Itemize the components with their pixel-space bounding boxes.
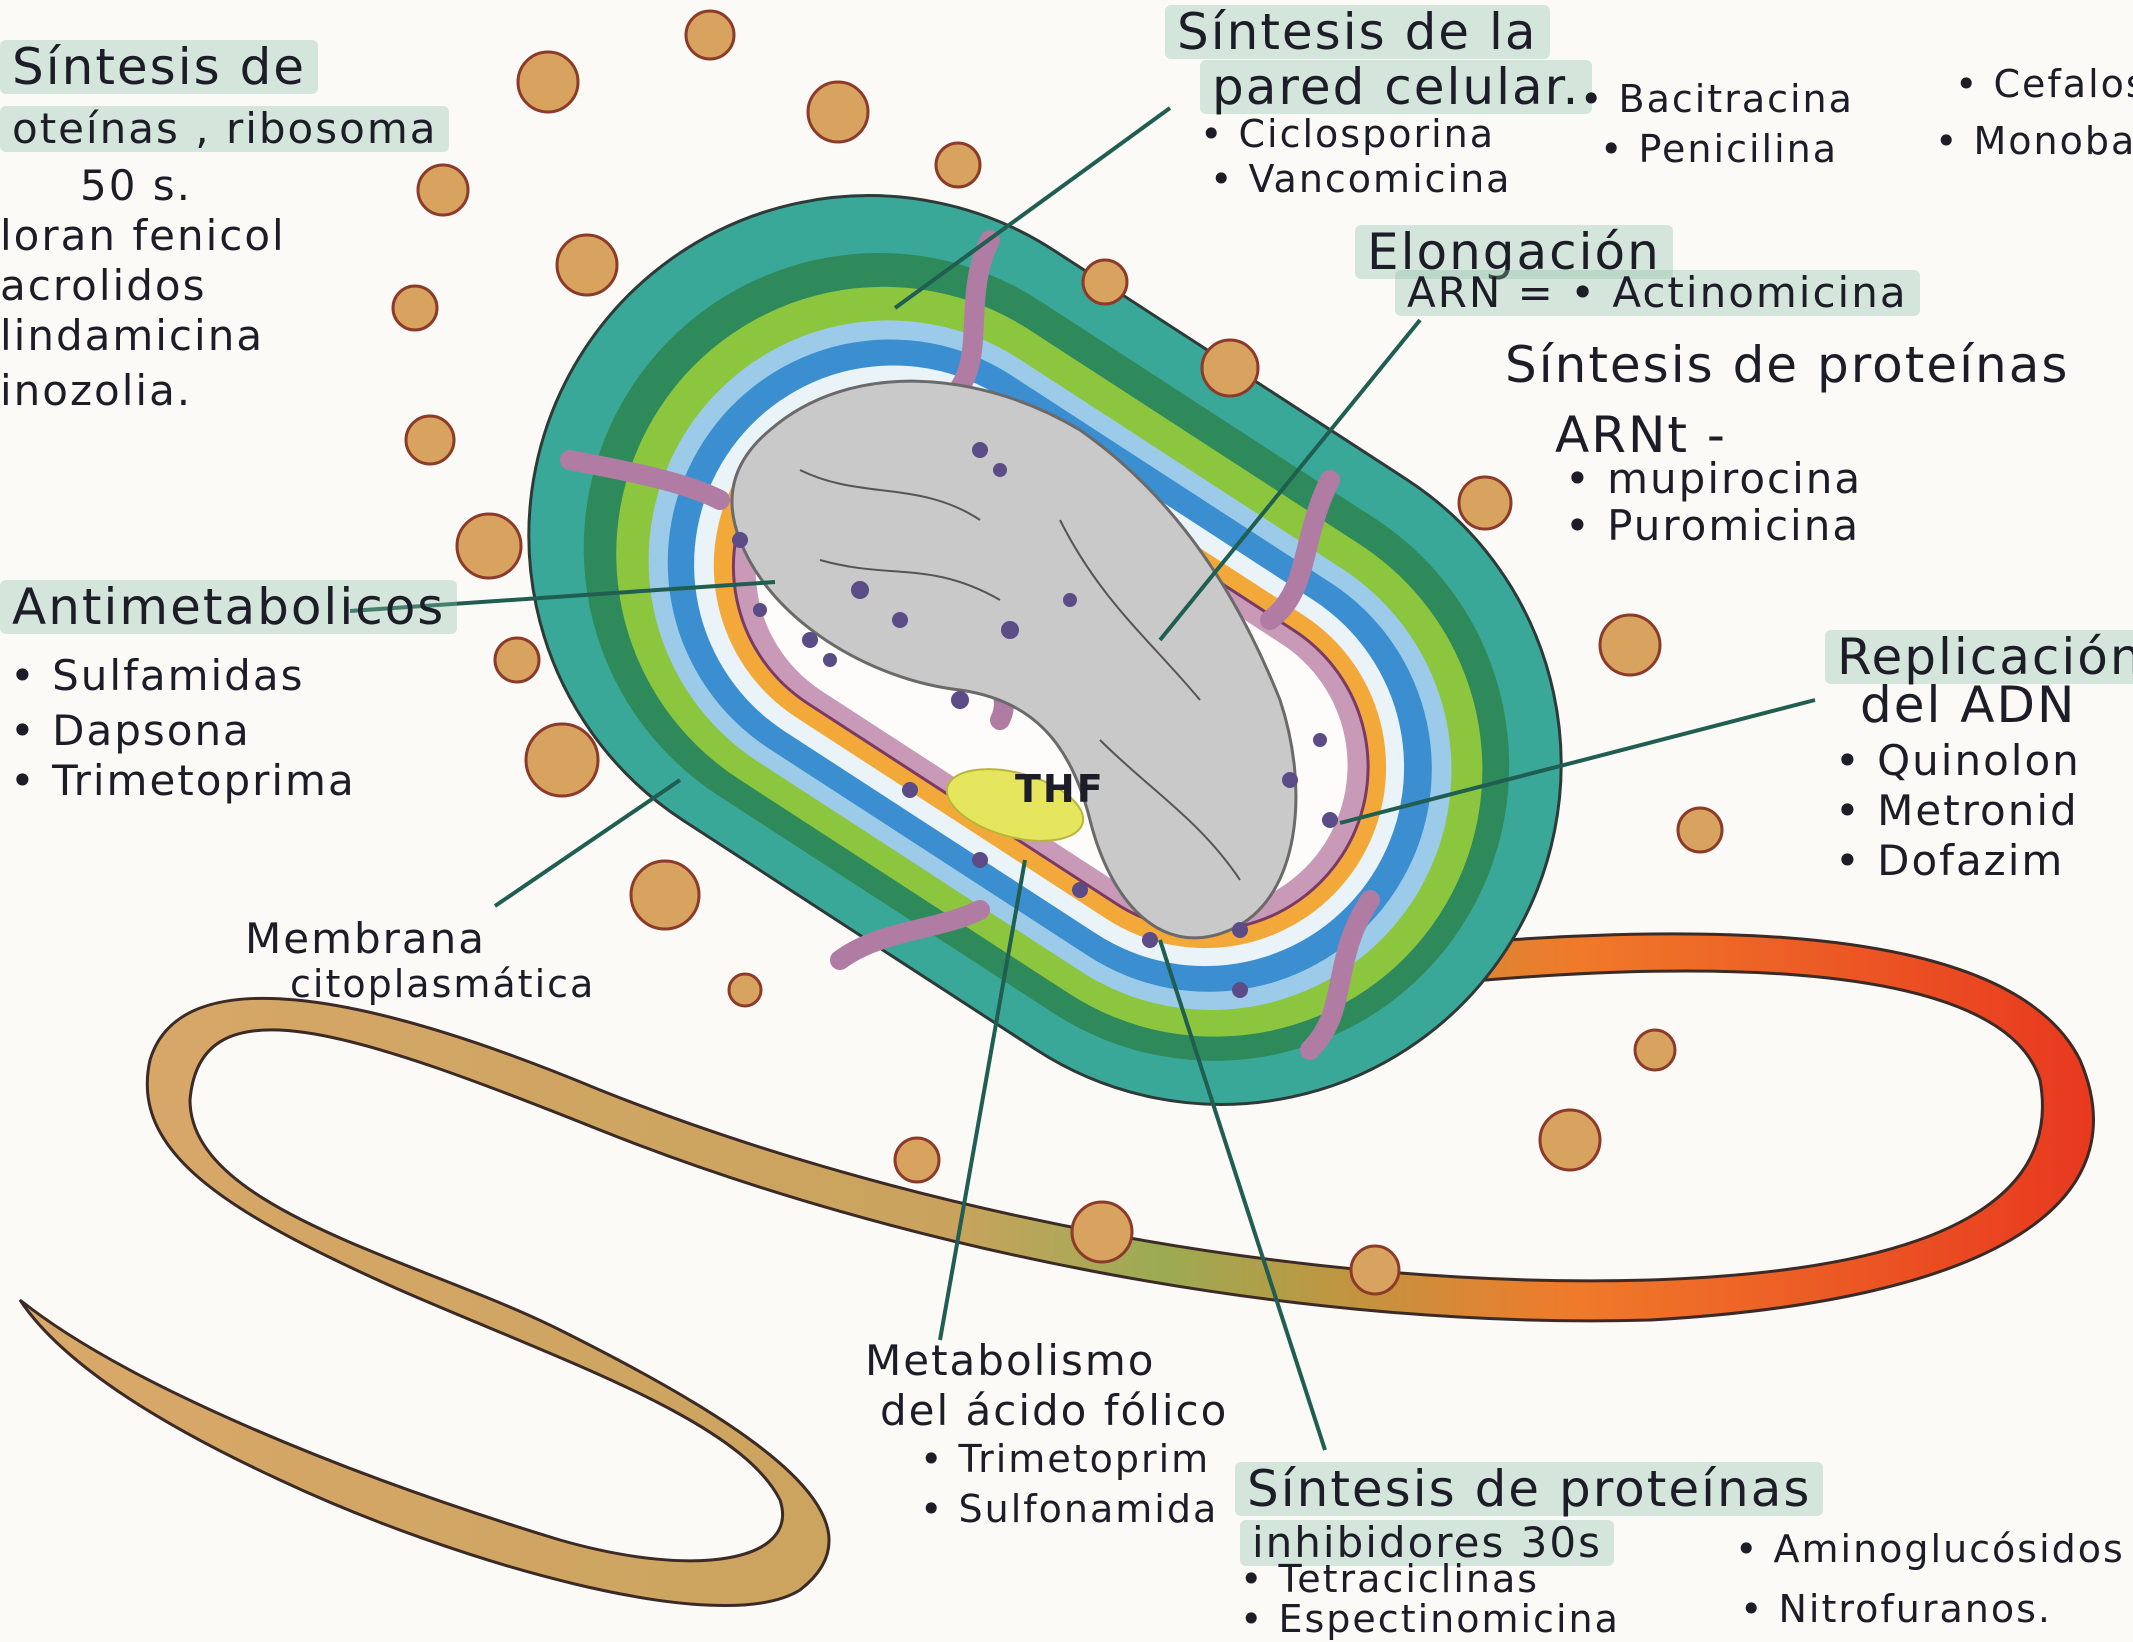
label-membrana-line-1: Membrana	[245, 918, 486, 960]
ribosome-50s-item: inozolia.	[0, 370, 192, 412]
ribosome-50s-item: loran fenicol	[0, 215, 286, 257]
label-ribosome-50s-title-1: Síntesis de	[0, 40, 318, 94]
label-ribosome-50s-title-2: oteínas , ribosoma	[0, 106, 449, 152]
ribosome-50s-item: lindamicina	[0, 315, 264, 357]
label-pared-title-1: Síntesis de la	[1165, 5, 1550, 59]
label-membrana-line-2: citoplasmática	[290, 965, 595, 1003]
label-arnt-title: Síntesis de proteínas	[1505, 340, 2069, 390]
label-pared-title-2: pared celular.	[1200, 60, 1592, 114]
label-ribosome-50s-title-3: 50 s.	[80, 165, 192, 207]
pared-item: • Monobact	[1935, 122, 2133, 160]
label-thf: THF	[1015, 770, 1105, 808]
ribosome-30s-item: • Nitrofuranos.	[1740, 1590, 2052, 1628]
antimetabolicos-item: • Dapsona	[10, 710, 251, 752]
label-arnt-subtitle: ARNt -	[1555, 410, 1727, 460]
replicacion-item: • Metronid	[1835, 790, 2079, 832]
antimetabolicos-item: • Trimetoprima	[10, 760, 356, 802]
label-metabolismo-title-1: Metabolismo	[865, 1340, 1155, 1382]
pared-item: • Penicilina	[1600, 130, 1838, 168]
metabolismo-item: • Sulfonamida	[920, 1490, 1218, 1528]
label-replicacion-title-2: del ADN	[1860, 680, 2076, 730]
replicacion-item: • Quinolon	[1835, 740, 2081, 782]
pared-item: • Bacitracina	[1580, 80, 1854, 118]
label-ribosome-30s-title-1: Síntesis de proteínas	[1235, 1462, 1823, 1516]
pared-item: • Vancomicina	[1210, 160, 1511, 198]
ribosome-30s-item: • Aminoglucósidos	[1735, 1530, 2125, 1568]
metabolismo-item: • Trimetoprim	[920, 1440, 1210, 1478]
label-metabolismo-title-2: del ácido fólico	[880, 1390, 1228, 1432]
replicacion-item: • Dofazim	[1835, 840, 2064, 882]
pared-item: • Ciclosporina	[1200, 115, 1495, 153]
ribosome-50s-item: acrolidos	[0, 265, 206, 307]
label-elongacion-line-2: ARN = • Actinomicina	[1395, 270, 1920, 316]
antimetabolicos-item: • Sulfamidas	[10, 655, 304, 697]
ribosome-30s-item: • Tetraciclinas	[1240, 1560, 1539, 1598]
label-antimetabolicos-title: Antimetabolicos	[0, 580, 457, 634]
pared-item: • Cefalosp	[1955, 65, 2133, 103]
arnt-item: • mupirocina	[1565, 458, 1862, 500]
arnt-item: • Puromicina	[1565, 505, 1860, 547]
ribosome-30s-item: • Espectinomicina	[1240, 1600, 1620, 1638]
